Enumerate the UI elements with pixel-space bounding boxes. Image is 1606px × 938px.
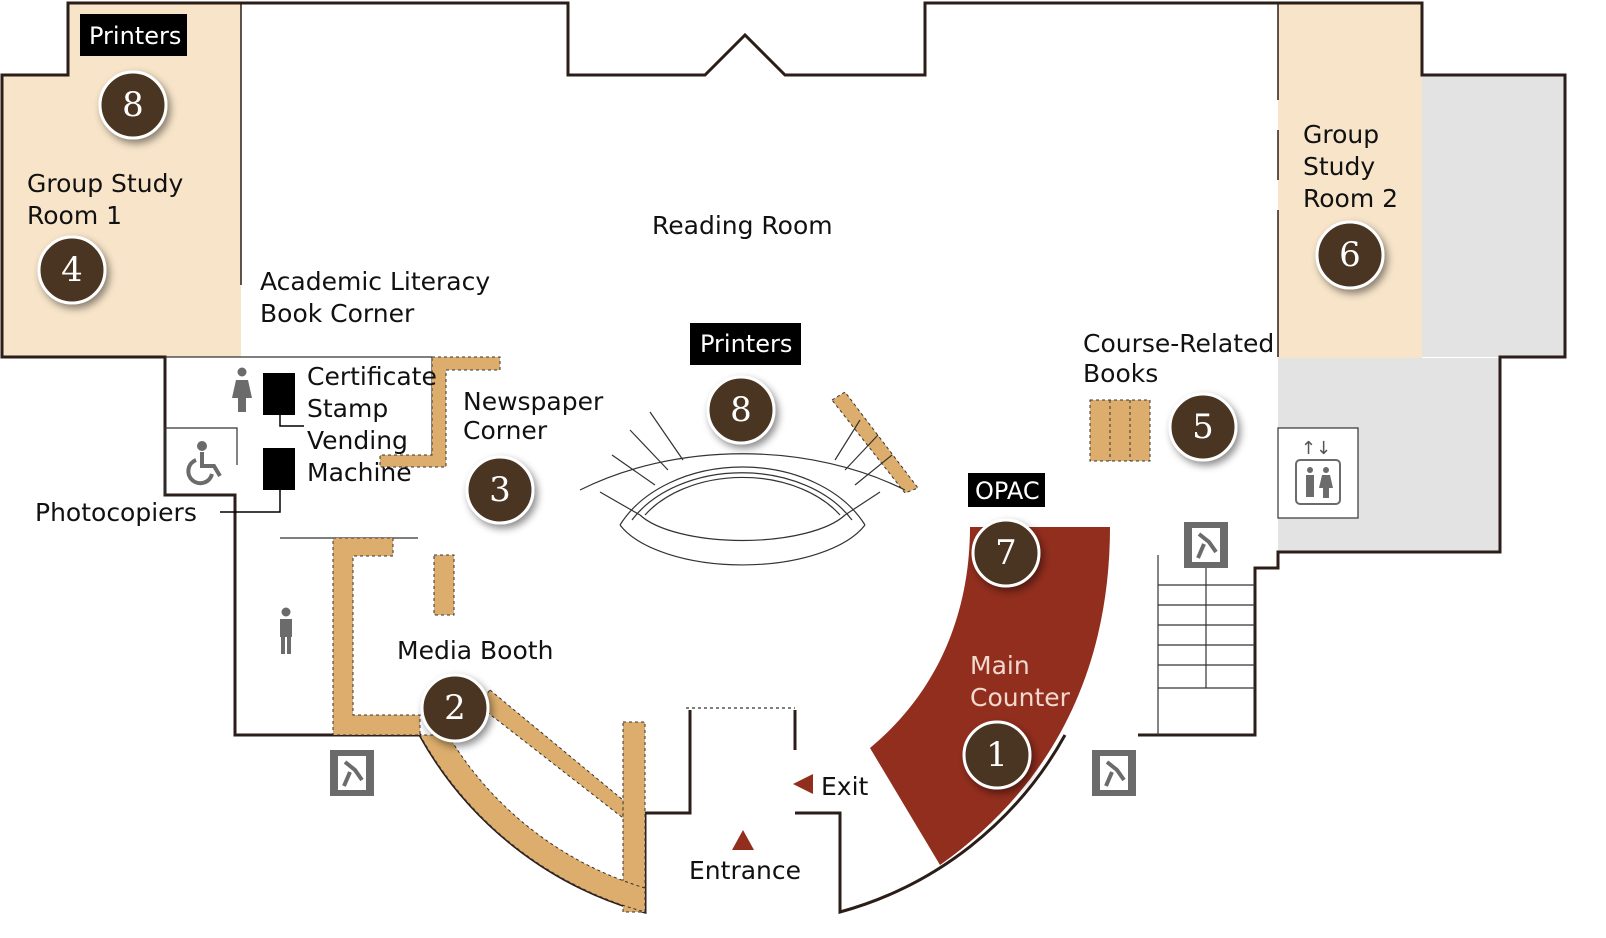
main-counter-label: Counter (970, 683, 1071, 712)
main-counter-area (870, 527, 1110, 865)
academic-literacy-label: Academic Literacy (260, 267, 490, 296)
mens-restroom-icon (280, 607, 292, 654)
academic-literacy-label: Book Corner (260, 299, 415, 328)
marker-5-course-books[interactable]: 5 (1168, 392, 1238, 462)
newspaper-corner-label: Newspaper (463, 387, 604, 416)
printers-tag-top: Printers (80, 14, 187, 56)
group-study-room-2-label: Group (1303, 120, 1379, 149)
course-books-label: Books (1083, 359, 1158, 388)
svg-text:↑↓: ↑↓ (1301, 438, 1331, 459)
course-books-label: Course-Related (1083, 329, 1274, 358)
media-booth-label: Media Booth (397, 636, 553, 665)
grey-area-top (1422, 75, 1565, 357)
exit-label: Exit (821, 772, 869, 801)
svg-text:1: 1 (986, 735, 1008, 775)
svg-text:7: 7 (995, 533, 1017, 573)
marker-7-opac[interactable]: 7 (971, 518, 1041, 588)
printers-tag-center: Printers (690, 323, 801, 365)
photocopier (263, 448, 295, 490)
reading-room-label: Reading Room (652, 211, 833, 240)
opac-tag: OPAC (968, 473, 1045, 507)
marker-4-group-study-1[interactable]: 4 (37, 235, 107, 305)
emergency-exit-icon (330, 750, 374, 796)
certificate-machine-label: Certificate (307, 362, 437, 391)
svg-text:5: 5 (1192, 407, 1214, 447)
group-study-room-2-area (1278, 3, 1422, 358)
svg-text:Printers: Printers (700, 330, 792, 358)
svg-text:3: 3 (489, 470, 511, 510)
svg-text:OPAC: OPAC (975, 477, 1040, 505)
marker-1-main-counter[interactable]: 1 (962, 720, 1032, 790)
svg-text:8: 8 (122, 85, 144, 125)
emergency-exit-icon (1092, 750, 1136, 796)
group-study-room-2-label: Study (1303, 152, 1375, 181)
main-counter-label: Main (970, 651, 1030, 680)
svg-text:4: 4 (61, 250, 83, 290)
photocopiers-label: Photocopiers (35, 498, 197, 527)
entrance-arrow-icon (732, 830, 754, 850)
certificate-machine-label: Stamp (307, 394, 388, 423)
reading-seating (579, 411, 906, 566)
entrance-label: Entrance (689, 856, 801, 885)
svg-text:2: 2 (444, 688, 466, 728)
certificate-machine-label: Machine (307, 458, 412, 487)
certificate-stamp-vending-machine (263, 373, 295, 415)
elevator-icon: ↑↓ (1295, 438, 1341, 505)
group-study-room-1-label: Group Study (27, 169, 183, 198)
wheelchair-icon (186, 441, 222, 486)
womens-restroom-icon (232, 367, 252, 412)
svg-text:8: 8 (730, 390, 752, 430)
marker-2-media-booth[interactable]: 2 (420, 673, 490, 743)
exit-arrow-icon (793, 774, 813, 794)
certificate-machine-label: Vending (307, 426, 408, 455)
group-study-room-1-label: Room 1 (27, 201, 122, 230)
svg-text:Printers: Printers (89, 22, 181, 50)
emergency-exit-icon (1184, 522, 1228, 568)
shelves (332, 356, 1151, 913)
marker-8-printers-top[interactable]: 8 (98, 70, 168, 140)
group-study-room-2-label: Room 2 (1303, 184, 1398, 213)
marker-6-group-study-2[interactable]: 6 (1315, 220, 1385, 290)
marker-8-printers-center[interactable]: 8 (706, 375, 776, 445)
newspaper-corner-label: Corner (463, 416, 548, 445)
svg-text:6: 6 (1339, 235, 1361, 275)
marker-3-newspaper[interactable]: 3 (465, 455, 535, 525)
